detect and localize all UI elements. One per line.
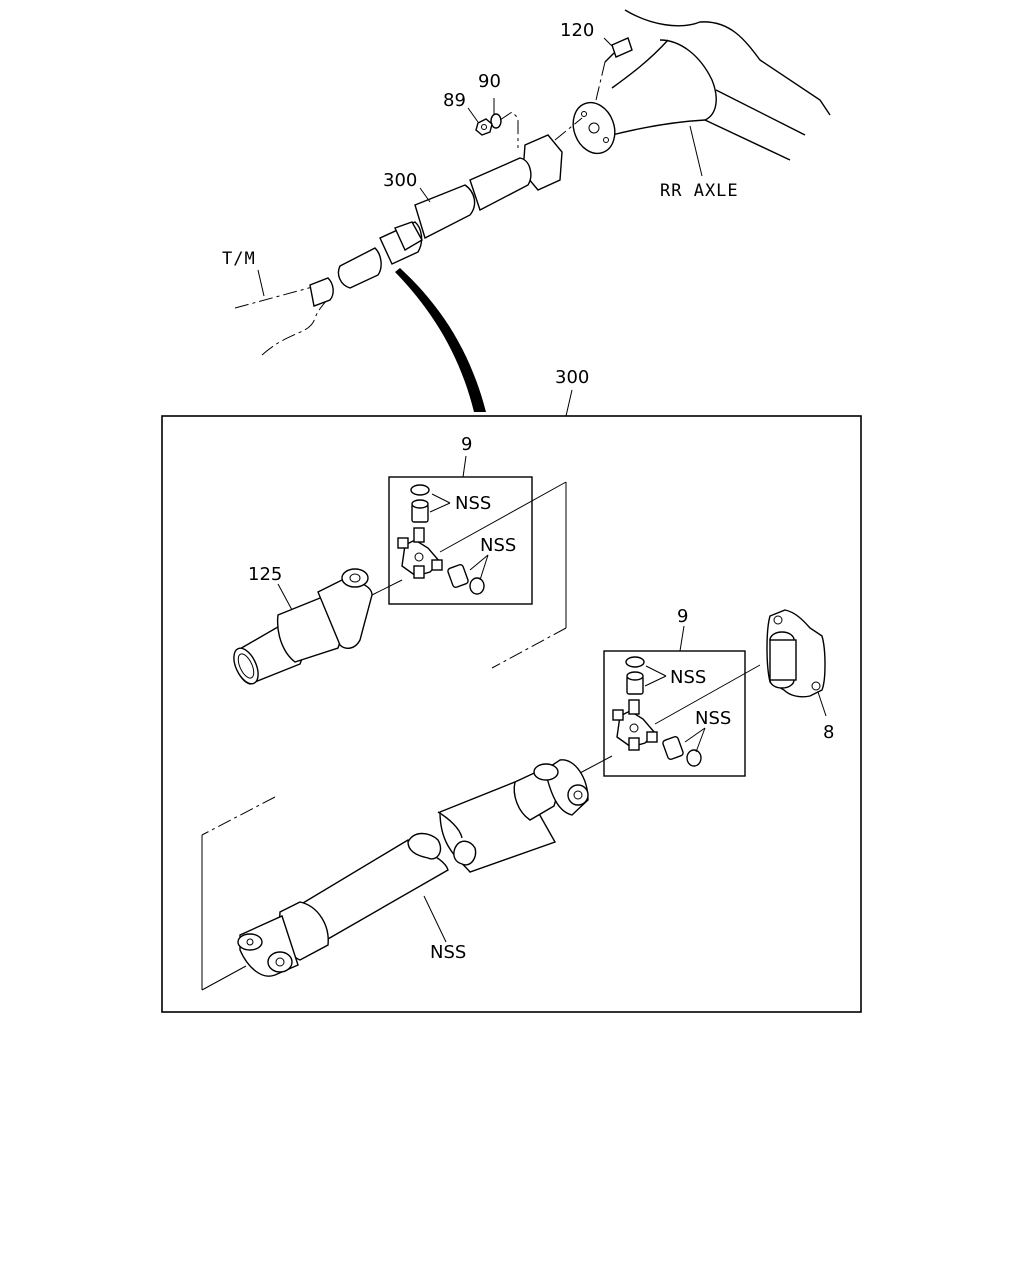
rear-axle-housing (572, 9, 831, 161)
part-number-9-lower: 9 (677, 606, 688, 627)
leader-120 (603, 37, 613, 47)
flange-alignment-line (554, 117, 583, 141)
transmission-label: T/M (222, 249, 256, 269)
upper-assembly-line-d (371, 579, 403, 596)
nss-upper-b: NSS (480, 535, 516, 556)
flange-yoke-8 (766, 609, 826, 698)
leader-nss-tube (423, 895, 447, 943)
part-number-300-box: 300 (555, 367, 589, 388)
detail-box-300 (161, 415, 862, 1013)
nss-tube: NSS (430, 942, 466, 963)
leader-nss-lower-a1 (644, 675, 667, 687)
part-number-89: 89 (443, 90, 466, 111)
leader-nss-lower-b1 (684, 727, 706, 743)
part-number-120: 120 (560, 20, 594, 41)
part-number-125: 125 (248, 564, 282, 585)
leader-nss-upper-a1 (429, 502, 451, 513)
leader-nss-lower-b2 (695, 727, 706, 753)
leader-nss-lower-a2 (645, 665, 667, 677)
washer-90 (490, 113, 502, 129)
lower-assembly-line-a (654, 664, 761, 725)
universal-joint-lower (612, 656, 702, 767)
rear-axle-label: RR AXLE (660, 181, 739, 201)
leader-rr-axle (689, 125, 703, 177)
universal-joint-kit-box-upper (388, 476, 533, 605)
leader-tm (257, 269, 265, 297)
part-number-90: 90 (478, 71, 501, 92)
leader-300-box (565, 389, 573, 417)
upper-assembly-line-a (439, 481, 567, 553)
leader-300-top (419, 187, 431, 203)
transmission (234, 277, 334, 356)
leader-nss-upper-b1 (469, 554, 489, 571)
leader-9-upper (462, 455, 467, 478)
leader-125 (277, 583, 293, 611)
leader-89 (467, 107, 479, 123)
part-number-9-upper: 9 (461, 434, 472, 455)
tube-assembly-line-a (201, 796, 276, 836)
nss-upper-a: NSS (455, 493, 491, 514)
propeller-shaft-assembly (337, 134, 563, 289)
nss-lower-a: NSS (670, 667, 706, 688)
nss-lower-b: NSS (695, 708, 731, 729)
leader-9-lower (679, 625, 685, 652)
leader-nss-upper-b2 (479, 554, 489, 581)
leader-nss-upper-a2 (431, 493, 451, 504)
bolt-120 (595, 37, 633, 101)
callout-arrow (395, 268, 486, 412)
part-number-300-top: 300 (383, 170, 417, 191)
lower-assembly-line-b (579, 755, 613, 774)
leader-8 (817, 691, 827, 717)
part-number-8: 8 (823, 722, 834, 743)
nut-89 (475, 118, 493, 136)
universal-joint-upper (397, 484, 485, 595)
fastener-alignment-line (499, 111, 519, 148)
tube-assembly-line-c (201, 965, 247, 991)
upper-assembly-line-c (491, 627, 567, 669)
drive-shaft-tube (237, 759, 589, 977)
universal-joint-kit-box-lower (603, 650, 746, 777)
slip-yoke-125 (233, 568, 373, 685)
